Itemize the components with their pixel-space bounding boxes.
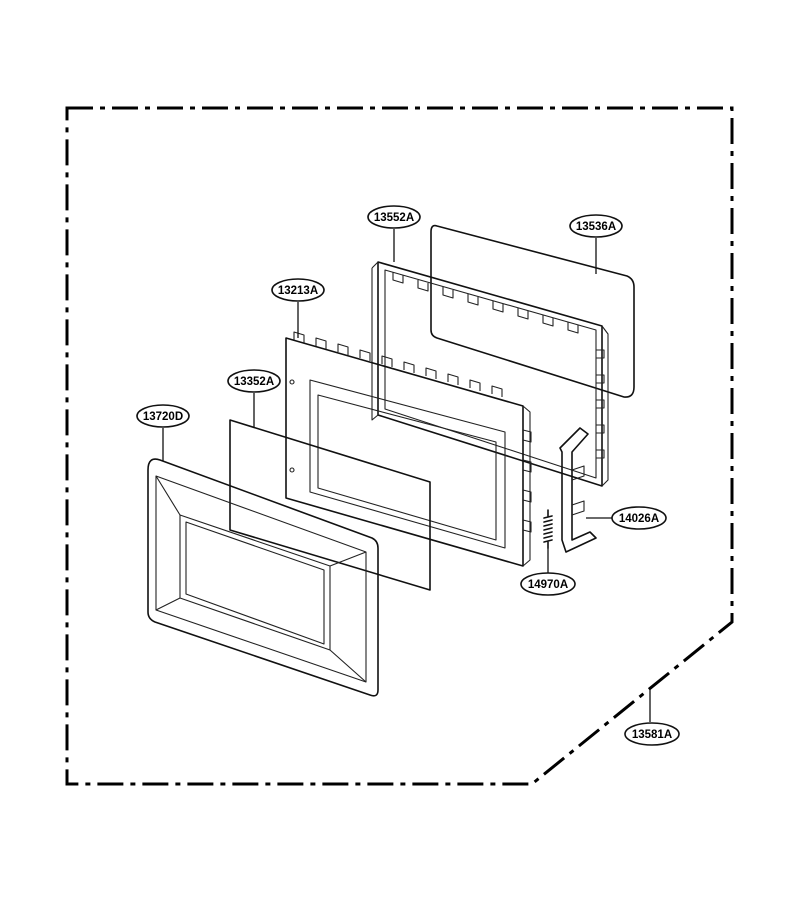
label-13552A: 13552A <box>374 212 414 224</box>
part-14026A-latch <box>559 427 597 553</box>
callout-14026A: 14026A <box>611 506 667 530</box>
callout-13552A: 13552A <box>367 205 421 229</box>
part-13536A-sheet <box>430 224 635 398</box>
label-13213A: 13213A <box>278 285 318 297</box>
callout-13213A: 13213A <box>271 278 325 302</box>
callout-13536A: 13536A <box>569 214 623 238</box>
part-14970A-spring <box>543 509 553 549</box>
callout-14970A: 14970A <box>520 572 576 596</box>
label-14026A: 14026A <box>619 513 659 525</box>
label-13536A: 13536A <box>576 221 616 233</box>
part-13213A-door-panel <box>285 331 532 567</box>
part-13352A-glass <box>229 419 431 591</box>
label-13720D: 13720D <box>143 411 183 423</box>
part-13720D-door-front <box>147 458 379 697</box>
callout-13352A: 13352A <box>227 369 281 393</box>
callout-13720D: 13720D <box>136 404 190 428</box>
callout-13581A: 13581A <box>624 722 680 746</box>
label-14970A: 14970A <box>528 579 568 591</box>
label-13352A: 13352A <box>234 376 274 388</box>
label-13581A: 13581A <box>632 729 672 741</box>
assembly-boundary <box>65 106 734 786</box>
